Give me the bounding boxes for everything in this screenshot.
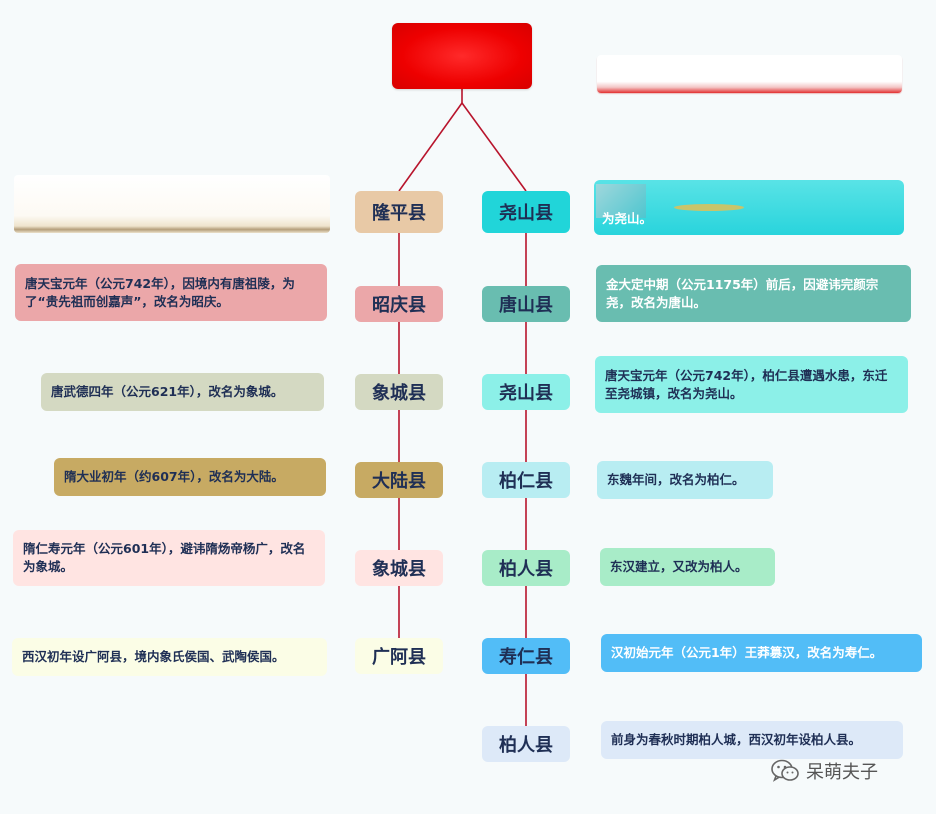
image-patch bbox=[596, 184, 646, 218]
node-zhaoqing: 昭庆县 bbox=[355, 286, 443, 322]
node-dalu: 大陆县 bbox=[355, 462, 443, 498]
desc-boren-1: 东魏年间，改名为柏仁。 bbox=[597, 461, 773, 499]
scroll-banner bbox=[14, 175, 330, 233]
image-blob bbox=[674, 204, 744, 211]
node-boren-1: 柏仁县 bbox=[482, 462, 570, 498]
desc-tangshan: 金大定中期（公元1175年）前后，因避讳完颜宗尧，改名为唐山。 bbox=[596, 265, 911, 322]
node-yaoshan-2: 尧山县 bbox=[482, 374, 570, 410]
node-yaoshan-1: 尧山县 bbox=[482, 191, 570, 233]
node-shouren: 寿仁县 bbox=[482, 638, 570, 674]
line-root-left bbox=[398, 102, 463, 192]
node-boren-3: 柏人县 bbox=[482, 726, 570, 762]
node-boren-2: 柏人县 bbox=[482, 550, 570, 586]
node-longping: 隆平县 bbox=[355, 191, 443, 233]
watermark-text: 呆萌夫子 bbox=[806, 762, 878, 783]
watermark: 呆萌夫子 bbox=[770, 758, 878, 784]
desc-shouren: 汉初始元年（公元1年）王莽篡汉，改名为寿仁。 bbox=[601, 634, 922, 672]
desc-yaoshan-2: 唐天宝元年（公元742年），柏仁县遭遇水患，东迁至尧城镇，改名为尧山。 bbox=[595, 356, 908, 413]
desc-zhaoqing: 唐天宝元年（公元742年），因境内有唐祖陵，为了“贵先祖而创嘉声”，改名为昭庆。 bbox=[15, 264, 327, 321]
root-node bbox=[392, 23, 532, 89]
desc-xiangcheng-1: 唐武德四年（公元621年），改名为象城。 bbox=[41, 373, 324, 411]
desc-boren-3: 前身为春秋时期柏人城，西汉初年设柏人县。 bbox=[601, 721, 903, 759]
node-xiangcheng-2: 象城县 bbox=[355, 550, 443, 586]
node-xiangcheng-1: 象城县 bbox=[355, 374, 443, 410]
title-banner bbox=[597, 55, 902, 93]
desc-yaoshan-top: 为尧山。 bbox=[594, 180, 904, 235]
desc-dalu: 隋大业初年（约607年），改名为大陆。 bbox=[54, 458, 326, 496]
node-tangshan: 唐山县 bbox=[482, 286, 570, 322]
node-guanga: 广阿县 bbox=[355, 638, 443, 674]
desc-text: 为尧山。 bbox=[602, 211, 653, 226]
wechat-icon bbox=[771, 759, 799, 782]
desc-guanga: 西汉初年设广阿县，境内象氏侯国、武陶侯国。 bbox=[12, 638, 327, 676]
desc-xiangcheng-2: 隋仁寿元年（公元601年），避讳隋炀帝杨广，改名为象城。 bbox=[13, 530, 325, 586]
line-root-right bbox=[461, 102, 527, 192]
desc-boren-2: 东汉建立，又改为柏人。 bbox=[600, 548, 775, 586]
